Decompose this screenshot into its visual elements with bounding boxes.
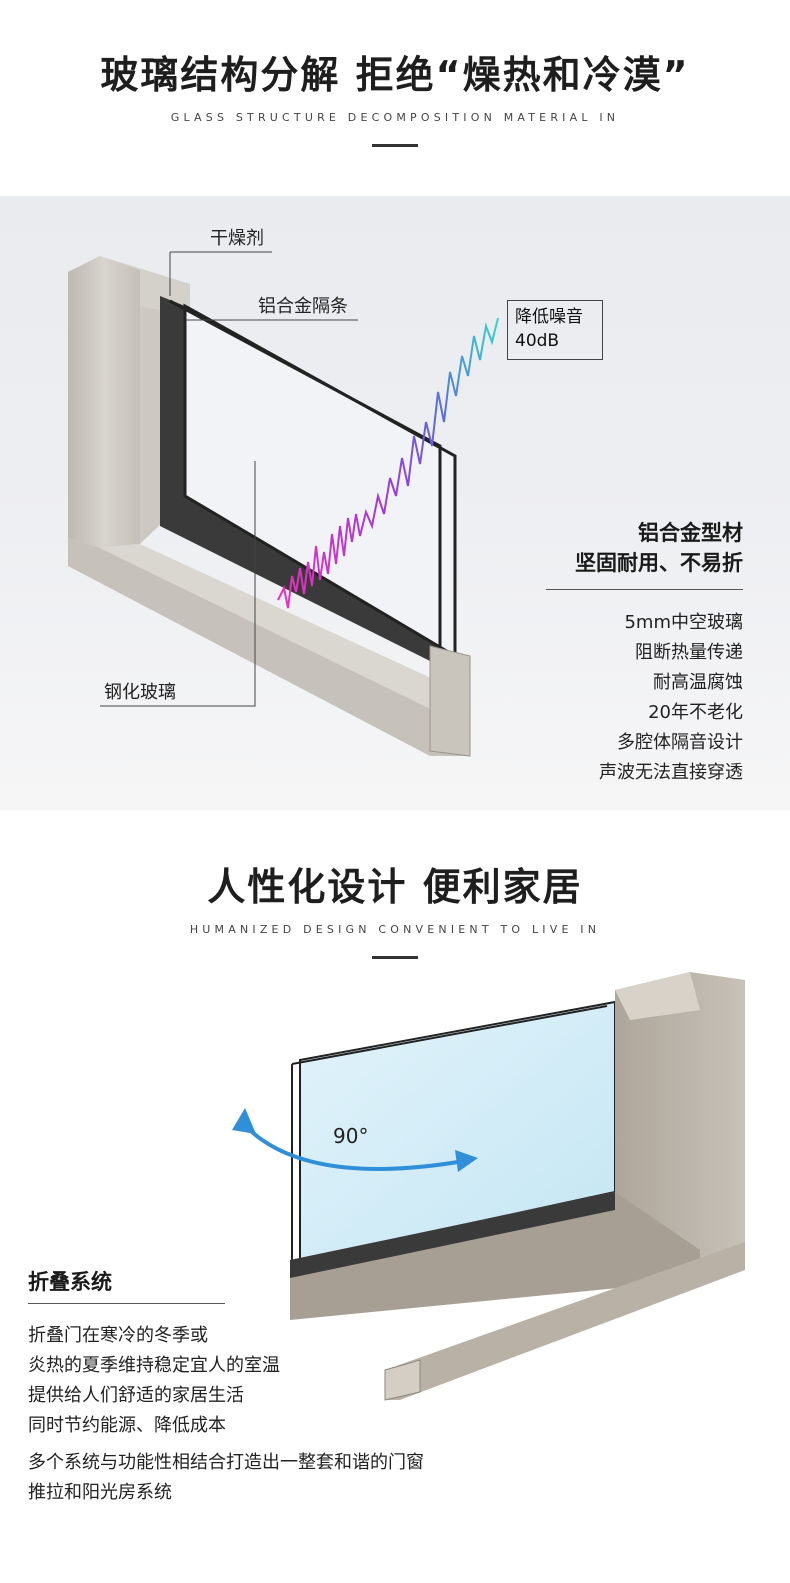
title-underline [372, 956, 418, 959]
feature-divider [546, 589, 743, 590]
feature-list: 5mm中空玻璃 阻断热量传递 耐高温腐蚀 20年不老化 多腔体隔音设计 声波无法… [599, 608, 743, 788]
system-description: 多个系统与功能性相结合打造出一整套和谐的门窗 推拉和阳光房系统 [28, 1448, 424, 1508]
description-line: 推拉和阳光房系统 [28, 1482, 172, 1503]
rotation-arrow-head-right [455, 1150, 478, 1172]
glazing-seal [160, 296, 440, 666]
noise-label: 降低噪音 [515, 307, 583, 327]
section-subtitle: GLASS STRUCTURE DECOMPOSITION MATERIAL I… [170, 111, 620, 124]
noise-reduction-box: 降低噪音 40dB [507, 300, 603, 360]
list-item: 阻断热量传递 [635, 642, 743, 663]
description-line: 提供给人们舒适的家居生活 [28, 1385, 244, 1406]
section-header-design: 人性化设计 便利家居 HUMANIZED DESIGN CONVENIENT T… [0, 856, 790, 959]
callout-line-glass [100, 461, 256, 707]
callout-desiccant: 干燥剂 [210, 228, 264, 249]
stile-top-profile [615, 972, 700, 1020]
feature-heading: 铝合金型材 坚固耐用、不易折 [575, 518, 743, 578]
folded-rail [385, 1242, 745, 1400]
frame-bottom-rail [68, 538, 470, 756]
folding-description: 折叠门在寒冷的冬季或 炎热的夏季维持稳定宜人的室温 提供给人们舒适的家居生活 同… [28, 1321, 280, 1441]
glass-structure-diagram: 干燥剂 铝合金隔条 钢化玻璃 降低噪音 40dB 铝合金型材 坚固耐用、不易折 … [0, 196, 790, 810]
section-title: 人性化设计 便利家居 [207, 865, 583, 909]
callout-spacer: 铝合金隔条 [258, 296, 348, 317]
noise-value: 40dB [515, 331, 560, 351]
feature-heading-line: 铝合金型材 [638, 521, 743, 545]
rotation-angle-label: 90° [333, 1124, 369, 1148]
description-line: 同时节约能源、降低成本 [28, 1415, 226, 1436]
rotation-arc [238, 1118, 471, 1171]
folding-window-illustration [0, 960, 790, 1583]
description-line: 炎热的夏季维持稳定宜人的室温 [28, 1355, 280, 1376]
description-line: 折叠门在寒冷的冬季或 [28, 1325, 208, 1346]
rotation-arrow-head-up [232, 1108, 256, 1134]
glass-pane-edge [291, 1005, 608, 1065]
list-item: 声波无法直接穿透 [599, 762, 743, 783]
section-header-glass: 玻璃结构分解 拒绝“燥热和冷漠” GLASS STRUCTURE DECOMPO… [0, 44, 790, 147]
section-subtitle: HUMANIZED DESIGN CONVENIENT TO LIVE IN [189, 923, 601, 936]
frame-left-stile [68, 256, 140, 548]
sound-wave [277, 317, 499, 609]
title-underline [372, 144, 418, 147]
folded-rail-end [384, 1359, 421, 1401]
list-item: 多腔体隔音设计 [617, 732, 743, 753]
list-item: 20年不老化 [648, 702, 743, 723]
folding-system-title: 折叠系统 [28, 1270, 112, 1294]
frame-end-profile [429, 645, 471, 757]
sash-glazing-seal [290, 1192, 615, 1278]
folding-frame-illustration [232, 972, 745, 1401]
window-frame-illustration [68, 251, 499, 757]
description-line: 多个系统与功能性相结合打造出一整套和谐的门窗 [28, 1452, 424, 1473]
glass-pane-back [169, 299, 442, 651]
vertical-stile [615, 972, 745, 1280]
folding-system-divider [28, 1303, 225, 1304]
section-title: 玻璃结构分解 拒绝“燥热和冷漠” [100, 53, 690, 97]
callout-tempered-glass: 钢化玻璃 [104, 682, 176, 703]
list-item: 5mm中空玻璃 [624, 612, 743, 633]
feature-heading-line: 坚固耐用、不易折 [575, 551, 743, 575]
sash-bottom-rail [290, 1192, 700, 1320]
list-item: 耐高温腐蚀 [653, 672, 743, 693]
frame-bottom-face [100, 544, 470, 728]
